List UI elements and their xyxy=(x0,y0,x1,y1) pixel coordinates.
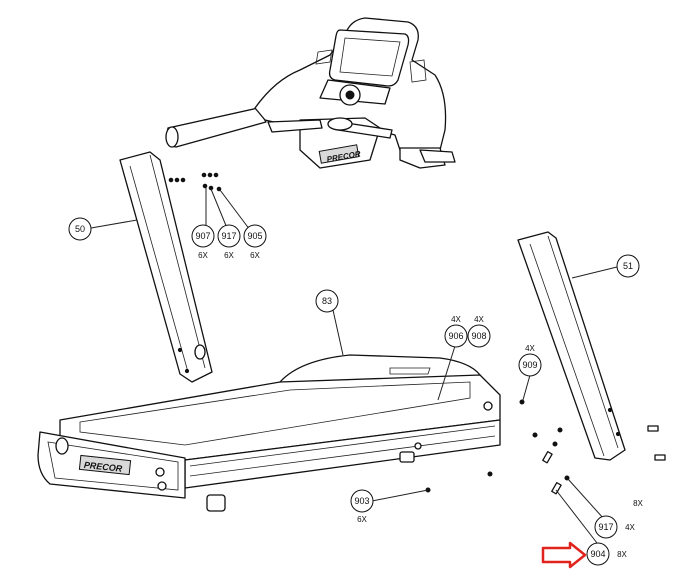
loose-hardware xyxy=(425,399,666,495)
callout-quantity: 6X xyxy=(224,251,234,260)
callout-50: 50 xyxy=(68,217,92,241)
callout-quantity: 6X xyxy=(357,515,367,524)
callout-917-lower: 917 4X xyxy=(594,515,636,539)
highlight-arrow-icon xyxy=(541,541,587,569)
callout-quantity: 4X xyxy=(525,344,535,353)
callout-quantity: 4X xyxy=(474,315,484,324)
callout-908: 908 4X xyxy=(467,315,491,348)
callout-number: 905 xyxy=(247,231,262,241)
right-upright-part xyxy=(517,231,626,461)
callout-quantity: 4X xyxy=(625,523,635,532)
callout-number: 909 xyxy=(522,360,537,370)
callout-number: 904 xyxy=(590,549,605,559)
left-upright-part xyxy=(119,151,213,383)
console-screws xyxy=(168,172,222,192)
callout-number: 903 xyxy=(354,496,369,506)
callout-quantity: 8X xyxy=(617,550,627,559)
callout-number: 917 xyxy=(598,522,613,532)
console-assembly: PRECOR xyxy=(165,17,456,169)
extra-quantity-label: 8X xyxy=(633,499,643,508)
callout-number: 51 xyxy=(623,261,633,271)
callout-904: 904 8X xyxy=(586,542,628,566)
callout-905: 905 6X xyxy=(243,224,267,260)
callout-quantity: 6X xyxy=(198,251,208,260)
callout-909: 909 4X xyxy=(518,344,542,377)
callout-number: 50 xyxy=(75,224,85,234)
callout-quantity: 6X xyxy=(250,251,260,260)
treadmill-base-part: PRECOR xyxy=(37,354,501,512)
callout-906: 906 4X xyxy=(444,315,468,348)
callout-number: 83 xyxy=(322,296,332,306)
callout-number: 917 xyxy=(221,231,236,241)
leader-lines xyxy=(90,188,618,544)
callout-quantity: 4X xyxy=(451,315,461,324)
callout-83: 83 xyxy=(315,289,339,313)
callout-903: 903 6X xyxy=(350,489,374,524)
callout-907: 907 6X xyxy=(191,224,215,260)
base-brand-logo: PRECOR xyxy=(83,460,123,474)
callout-51: 51 xyxy=(616,254,640,278)
callout-number: 908 xyxy=(471,331,486,341)
callout-number: 907 xyxy=(195,231,210,241)
callout-917-upper: 917 6X xyxy=(217,224,241,260)
callout-number: 906 xyxy=(448,331,463,341)
